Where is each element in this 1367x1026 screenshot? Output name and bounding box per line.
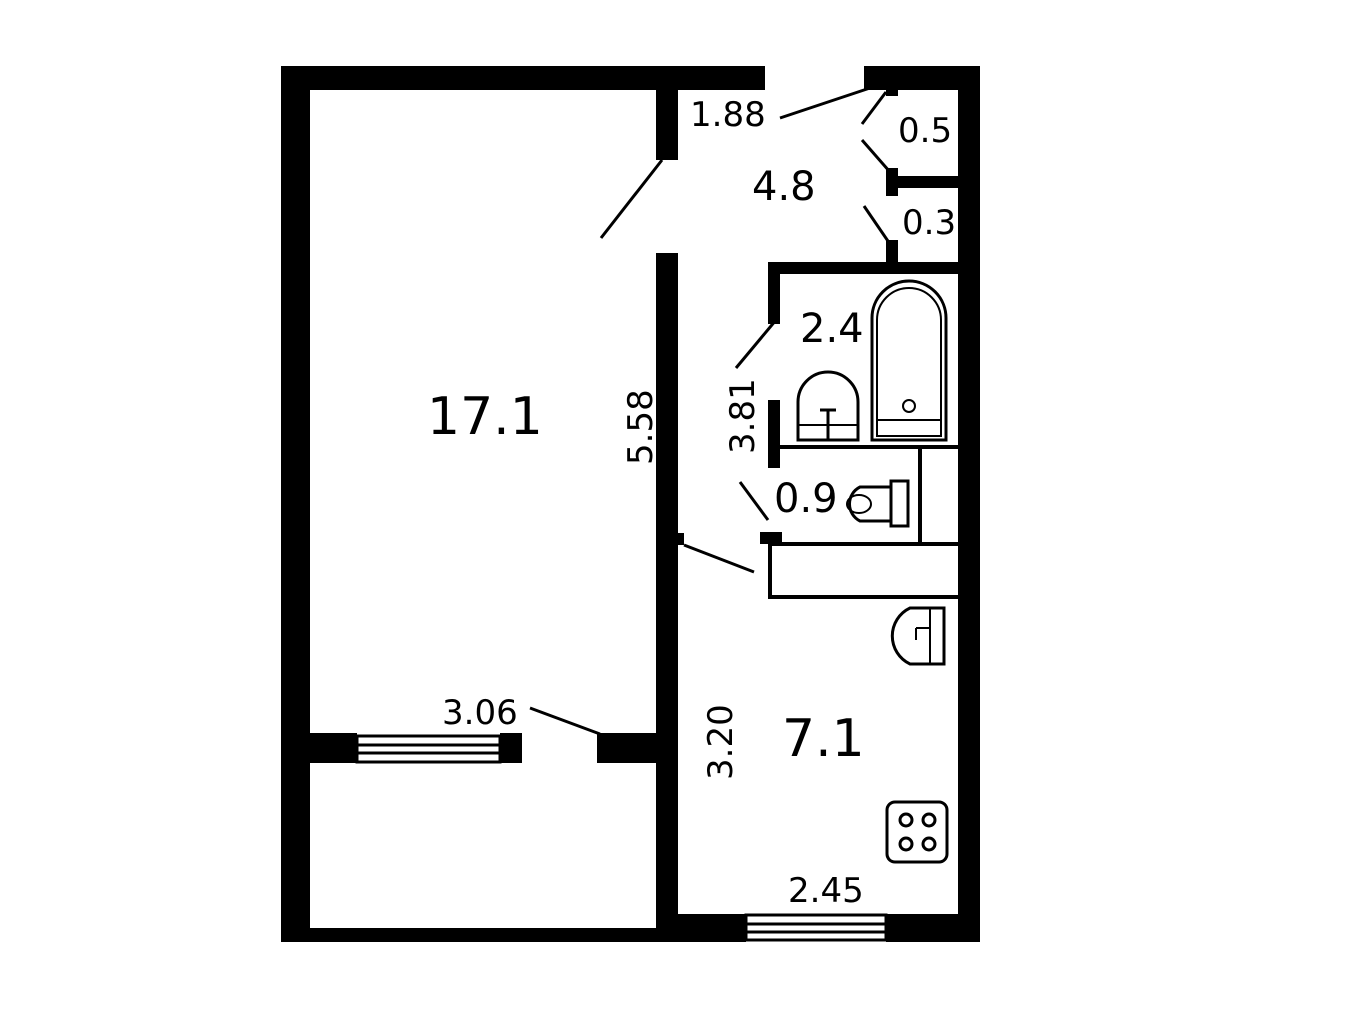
closet-divider-jamb <box>886 168 898 196</box>
leader-hall-width <box>779 84 877 120</box>
door-living <box>599 159 664 239</box>
room-area-closet-large: 0.5 <box>898 111 952 151</box>
room-area-toilet: 0.9 <box>774 476 838 522</box>
toilet-icon <box>846 479 910 528</box>
door-kitchen <box>683 543 755 574</box>
sink-bathroom-icon <box>796 370 860 442</box>
leader-living-window <box>529 706 601 736</box>
dimension-bath-block-length: 3.81 <box>723 378 763 454</box>
room-area-kitchen: 7.1 <box>782 709 865 769</box>
sink-kitchen-icon <box>890 606 946 666</box>
door-closet-small <box>862 205 892 245</box>
closet-bottom-jamb <box>886 240 898 264</box>
door-closet-large-lower <box>860 139 892 173</box>
bathtub-icon <box>870 279 948 442</box>
closet-jamb-top <box>886 84 898 96</box>
partition-living-kitchen <box>656 253 678 942</box>
door-swings <box>529 84 892 736</box>
kitchen-window <box>744 913 888 942</box>
door-closet-large <box>860 91 888 125</box>
partition-living-hall-upper <box>656 84 678 160</box>
closet-divider <box>886 176 980 188</box>
bath-wall-left-lower <box>768 400 780 468</box>
toilet-jamb <box>760 532 782 544</box>
room-area-closet-small: 0.3 <box>902 203 956 243</box>
bath-wall-left-upper <box>768 262 780 324</box>
bath-wall-top <box>768 262 980 274</box>
outer-wall-left <box>281 66 310 940</box>
balcony-wall-window-jamb <box>500 733 522 763</box>
kitchen-counter <box>768 542 962 599</box>
room-area-bathroom: 2.4 <box>800 306 864 352</box>
outer-wall-top-left <box>281 66 765 90</box>
walls <box>281 66 980 942</box>
room-area-living: 17.1 <box>427 387 543 447</box>
door-toilet <box>738 481 770 521</box>
balcony-wall-right <box>597 733 678 763</box>
dimension-living-window-width: 3.06 <box>442 693 518 733</box>
balcony-wall-bottom <box>281 928 678 942</box>
dimension-kitchen-window-width: 2.45 <box>788 871 864 911</box>
kitchen-wall-bottom-right <box>886 914 980 942</box>
dimension-hall-width: 1.88 <box>690 95 766 135</box>
kitchen-jamb <box>672 533 684 545</box>
balcony-wall-left <box>281 733 357 763</box>
dimension-living-length: 5.58 <box>621 389 661 465</box>
outer-wall-right <box>958 66 980 940</box>
dimension-kitchen-length: 3.20 <box>701 704 741 780</box>
room-area-hall: 4.8 <box>752 164 816 210</box>
thin-walls <box>768 445 962 599</box>
door-bathroom <box>734 319 778 369</box>
living-window <box>355 734 502 764</box>
stove-icon <box>885 800 949 864</box>
